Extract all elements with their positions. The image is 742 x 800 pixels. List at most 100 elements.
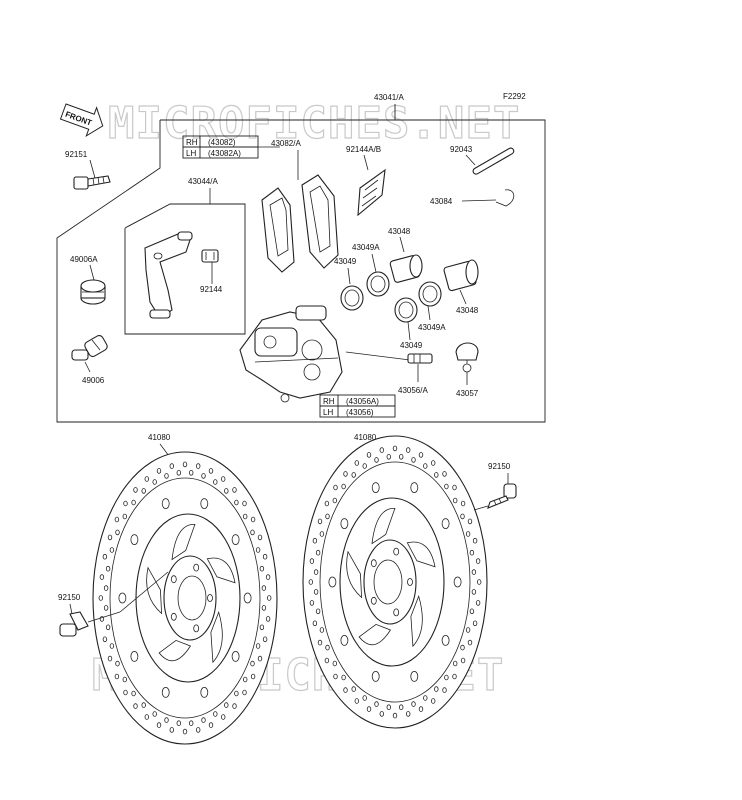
disc-hole [105, 565, 111, 572]
disc-hole [324, 657, 330, 664]
disc-hole [201, 717, 206, 723]
pin-49006 [71, 334, 108, 361]
disc-hole [444, 674, 449, 681]
seal-43049A-bottom [418, 281, 442, 307]
disc-button [200, 687, 209, 698]
bolt-92150-left [59, 611, 89, 637]
disc-hole [460, 644, 465, 651]
disc-hole [312, 537, 318, 544]
disc-hole [267, 595, 272, 601]
label-43049-bottom: 43049 [400, 341, 423, 350]
brake-pads-43082 [261, 174, 339, 273]
disc-hole [351, 472, 356, 478]
disc-hole [242, 513, 248, 520]
bleeder-cap-43057 [455, 342, 479, 373]
disc-hole [250, 673, 256, 680]
disc-hole [366, 706, 372, 712]
disc-button [161, 687, 170, 698]
disc-button [130, 651, 139, 662]
label-92144: 92144 [200, 285, 223, 294]
clip-92144 [201, 249, 219, 263]
disc-hole [332, 497, 337, 504]
disc-hub-bolt-hole [370, 596, 377, 605]
disc-hole [399, 704, 404, 710]
disc-hole [308, 579, 313, 585]
spring-92144AB [357, 168, 386, 217]
assembly-frame [56, 119, 546, 423]
disc-hole [182, 728, 188, 735]
disc-hole [442, 687, 447, 693]
disc-hole [465, 627, 471, 633]
disc-hole [133, 487, 138, 493]
disc-hole [313, 589, 319, 595]
disc-hole [312, 620, 318, 627]
disc-hole [109, 547, 115, 553]
disc-hole [452, 484, 457, 491]
label-92151: 92151 [65, 150, 88, 159]
disc-hole [471, 589, 477, 595]
disc-hole [434, 686, 439, 692]
disc-hole [472, 620, 478, 627]
label-92150-right: 92150 [488, 462, 511, 471]
disc-hole [176, 720, 181, 726]
label-41080-right: 41080 [354, 433, 377, 442]
disc-hole [213, 479, 218, 485]
disc-hole [374, 457, 379, 463]
disc-hole [469, 549, 475, 556]
disc-hole [109, 643, 115, 649]
disc-hole [176, 469, 181, 476]
disc-hole [141, 702, 146, 708]
caliper-body-43056 [239, 305, 343, 403]
disc-hole [465, 531, 471, 537]
disc-hole [232, 703, 237, 709]
disc-hole [195, 727, 201, 733]
disc-hole [261, 585, 267, 591]
disc-hole [411, 701, 416, 707]
disc-button [453, 576, 462, 588]
disc-button [340, 518, 349, 529]
disc-hole [144, 476, 149, 482]
label-43049A-top: 43049A [352, 243, 380, 252]
disc-hole [261, 605, 267, 611]
disc-hole [469, 608, 475, 615]
bracket-frame [124, 203, 246, 335]
disc-button [441, 518, 450, 529]
disc-hole [169, 727, 174, 733]
disc-spoke-cutout [146, 566, 163, 615]
disc-hole [392, 445, 398, 452]
disc-hole [341, 674, 346, 681]
disc-hole [418, 706, 424, 712]
disc-hole [201, 473, 206, 479]
seal-43049A-top [366, 271, 390, 297]
disc-hole [453, 497, 458, 504]
disc-hole [431, 698, 436, 704]
disc-hole [131, 499, 136, 506]
label-43082A: 43082/A [271, 139, 301, 148]
disc-hole [242, 676, 248, 683]
disc-hole [152, 711, 157, 717]
disc-hole [234, 499, 239, 506]
svg-text:(43056): (43056) [346, 408, 374, 417]
disc-hole [325, 644, 330, 651]
disc-hole [188, 720, 194, 726]
disc-button [371, 671, 380, 682]
disc-hole [332, 660, 337, 667]
disc-button [328, 576, 337, 588]
disc-hole [262, 636, 268, 643]
disc-hole [366, 452, 372, 458]
label-43084: 43084 [430, 197, 453, 206]
disc-hole [122, 676, 127, 683]
disc-hole [442, 471, 447, 477]
brake-disc-41080-right [302, 435, 488, 729]
disc-hole [156, 468, 162, 474]
disc-hole [343, 471, 348, 477]
pad-rh-lh-table: RH (43082) LH (43082A) [182, 135, 259, 159]
disc-button [243, 592, 252, 604]
disc-hole [265, 574, 271, 580]
disc-hole [475, 558, 481, 564]
disc-hole [123, 500, 128, 507]
disc-hole [102, 636, 108, 643]
disc-hole [169, 463, 174, 469]
disc-hole [471, 569, 477, 575]
